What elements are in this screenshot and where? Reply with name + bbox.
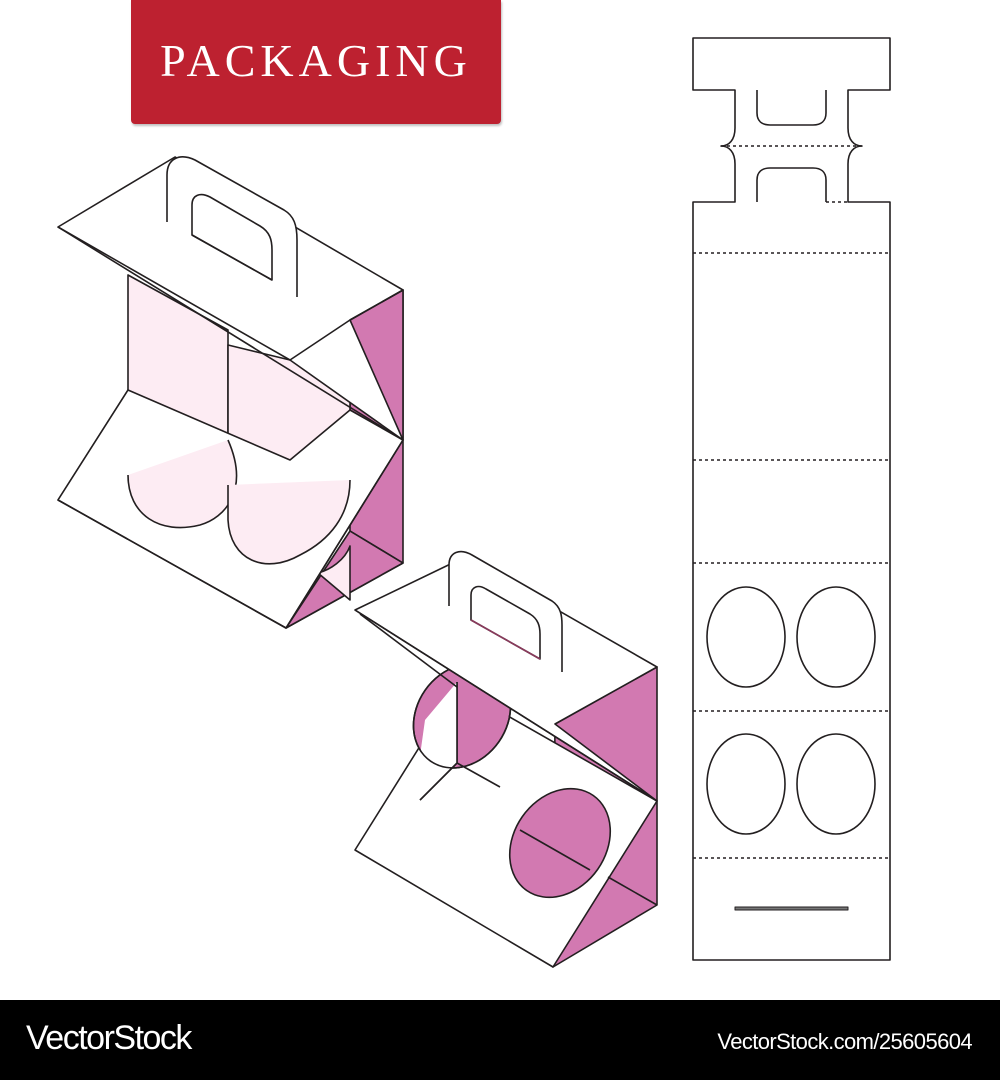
packaging-illustration xyxy=(57,37,891,968)
dieline-outline xyxy=(692,37,891,961)
footer-url: VectorStock.com/25605604 xyxy=(717,1029,972,1054)
dieline-slot xyxy=(734,906,849,911)
dieline-hole-4 xyxy=(796,733,876,835)
footer-brand: VectorStock xyxy=(26,1019,192,1057)
watermark-footer: VectorStock VectorStock.com/25605604 xyxy=(0,1000,1000,1080)
dieline-template xyxy=(692,37,891,961)
handle-window-top xyxy=(756,90,827,126)
fold-lines xyxy=(693,145,890,859)
dieline-hole-3 xyxy=(706,733,786,835)
box-with-holes xyxy=(354,550,658,968)
oval-hole-left xyxy=(412,663,512,801)
box-with-bottles xyxy=(57,156,404,629)
dieline-hole-1 xyxy=(706,586,786,688)
oval-hole-right xyxy=(508,787,612,899)
banner-title: PACKAGING xyxy=(160,34,472,86)
dieline-hole-2 xyxy=(796,586,876,688)
box2-handle-window xyxy=(470,585,541,660)
title-banner: PACKAGING xyxy=(131,0,501,124)
handle-window-bottom xyxy=(756,167,827,202)
handle-window xyxy=(191,193,273,281)
